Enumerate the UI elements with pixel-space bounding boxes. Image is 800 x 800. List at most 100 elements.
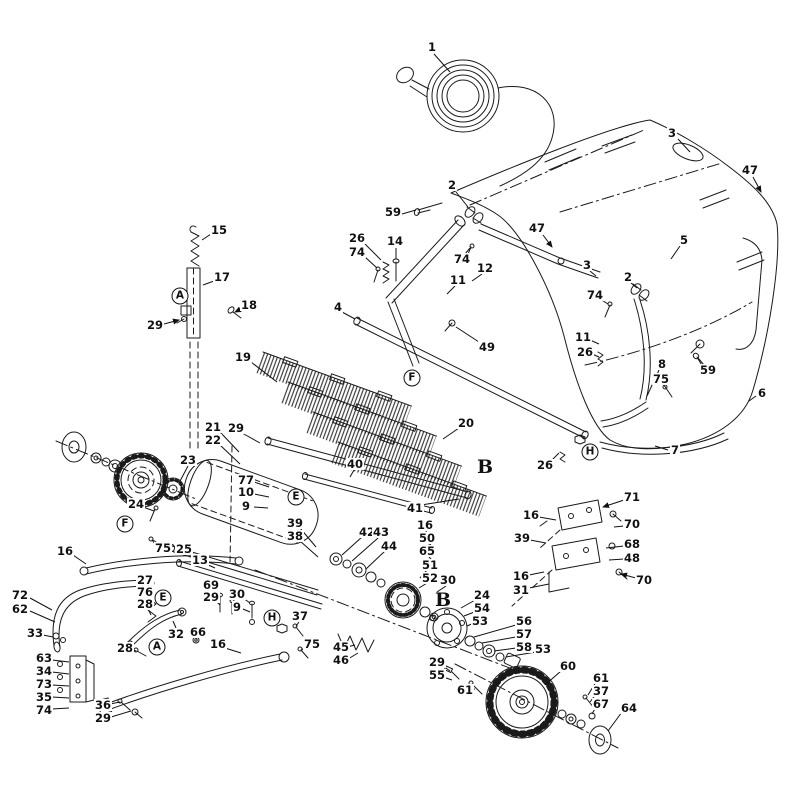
leader-line-66 bbox=[195, 636, 198, 640]
leader-line-16 bbox=[224, 647, 242, 654]
leader-line-29 bbox=[241, 432, 261, 444]
leader-line-2 bbox=[630, 282, 638, 289]
leader-line-76 bbox=[148, 597, 154, 607]
leader-line-53 bbox=[505, 651, 537, 658]
leader-line-64 bbox=[607, 711, 623, 732]
leader-line-49 bbox=[455, 326, 480, 343]
leader-line-74 bbox=[51, 707, 70, 710]
leader-line-69 bbox=[214, 589, 220, 597]
leader-line-5 bbox=[670, 245, 681, 260]
leader-line-75 bbox=[662, 383, 667, 389]
leader-line-16 bbox=[72, 554, 87, 565]
leader-line-72 bbox=[29, 597, 53, 611]
leader-line-39 bbox=[299, 527, 317, 548]
leader-line-38 bbox=[299, 540, 319, 558]
leader-line-70 bbox=[620, 572, 637, 579]
leader-line-52 bbox=[418, 582, 428, 589]
leader-line-16 bbox=[425, 530, 432, 547]
leader-line-27 bbox=[148, 585, 153, 598]
leader-line-30 bbox=[242, 597, 251, 604]
leader-line-29 bbox=[215, 600, 221, 606]
leader-line-28 bbox=[147, 608, 152, 616]
leader-line-45 bbox=[346, 644, 356, 648]
leader-line-36 bbox=[109, 701, 121, 705]
leader-line-40 bbox=[349, 469, 355, 478]
leader-line-68 bbox=[605, 545, 625, 549]
left-drive-wheel bbox=[55, 431, 197, 522]
leader-line-37 bbox=[589, 693, 597, 703]
leader-line-29 bbox=[163, 318, 180, 325]
leader-line-12 bbox=[471, 273, 483, 282]
leader-line-37 bbox=[295, 621, 300, 627]
leader-line-31 bbox=[528, 583, 550, 589]
leader-line-73 bbox=[51, 684, 70, 687]
leader-line-7 bbox=[654, 445, 669, 451]
leader-line-60 bbox=[544, 670, 562, 686]
rear-wheel bbox=[454, 663, 619, 755]
leader-line-13 bbox=[205, 563, 216, 569]
leader-line-61 bbox=[469, 688, 476, 691]
leader-line-74 bbox=[464, 247, 471, 255]
leader-line-46 bbox=[347, 652, 359, 660]
leader-line-3 bbox=[677, 138, 691, 153]
leader-line-57 bbox=[481, 636, 517, 644]
leader-line-29 bbox=[110, 710, 132, 718]
leader-line-26 bbox=[550, 452, 560, 462]
pull-rope-coil bbox=[396, 59, 555, 187]
brush-rows bbox=[255, 351, 487, 517]
leader-line-29 bbox=[441, 664, 451, 672]
leader-line-24 bbox=[460, 598, 478, 609]
lower-frame-rod bbox=[353, 316, 589, 440]
leader-line-65 bbox=[428, 556, 436, 564]
leader-line-58 bbox=[493, 647, 517, 652]
leader-line-74 bbox=[599, 298, 609, 305]
leader-line-17 bbox=[202, 280, 215, 286]
leader-line-22 bbox=[219, 444, 241, 465]
leader-line-54 bbox=[463, 610, 478, 617]
leader-line-23 bbox=[178, 465, 189, 484]
leader-line-15 bbox=[201, 233, 212, 241]
leader-line-16 bbox=[538, 516, 557, 521]
leader-line-35 bbox=[51, 696, 70, 699]
leader-line-59 bbox=[401, 209, 417, 215]
leader-line-25 bbox=[189, 552, 202, 558]
leader-line-11 bbox=[446, 285, 456, 295]
leader-line-9 bbox=[242, 608, 251, 613]
leader-line-26 bbox=[591, 353, 600, 358]
leader-line-75 bbox=[152, 539, 160, 545]
leader-line-70 bbox=[613, 525, 625, 528]
leader-line-47 bbox=[542, 234, 553, 248]
leader-line-18 bbox=[234, 306, 244, 313]
leader-line-48 bbox=[608, 558, 625, 561]
leader-line-6 bbox=[748, 395, 757, 402]
leader-line-71 bbox=[602, 499, 625, 508]
leader-line-51 bbox=[419, 569, 428, 579]
leader-line-59 bbox=[697, 357, 705, 366]
leader-line-4 bbox=[341, 311, 356, 320]
leader-line-47 bbox=[752, 176, 762, 193]
front-frame-tubes bbox=[373, 202, 705, 463]
leader-line-42 bbox=[341, 536, 363, 556]
leader-line-20 bbox=[442, 427, 460, 440]
leader-line-33 bbox=[42, 634, 54, 638]
leader-line-67 bbox=[591, 706, 597, 715]
leader-line-8 bbox=[646, 369, 660, 397]
leader-line-75 bbox=[300, 646, 308, 651]
leader-line-3 bbox=[589, 270, 597, 277]
leader-line-30 bbox=[436, 585, 447, 593]
leader-line-43 bbox=[351, 537, 379, 562]
leader-line-63 bbox=[51, 659, 70, 663]
leader-line-77 bbox=[253, 481, 270, 488]
leader-line-10 bbox=[253, 493, 270, 498]
leader-line-56 bbox=[473, 624, 517, 638]
leader-line-61 bbox=[587, 681, 597, 696]
mounting-brackets bbox=[511, 499, 628, 607]
leader-line-74 bbox=[364, 256, 378, 269]
leader-line-21 bbox=[219, 431, 240, 453]
leader-line-53 bbox=[466, 622, 475, 627]
leader-line-16 bbox=[528, 571, 545, 576]
leader-line-9 bbox=[253, 506, 269, 509]
